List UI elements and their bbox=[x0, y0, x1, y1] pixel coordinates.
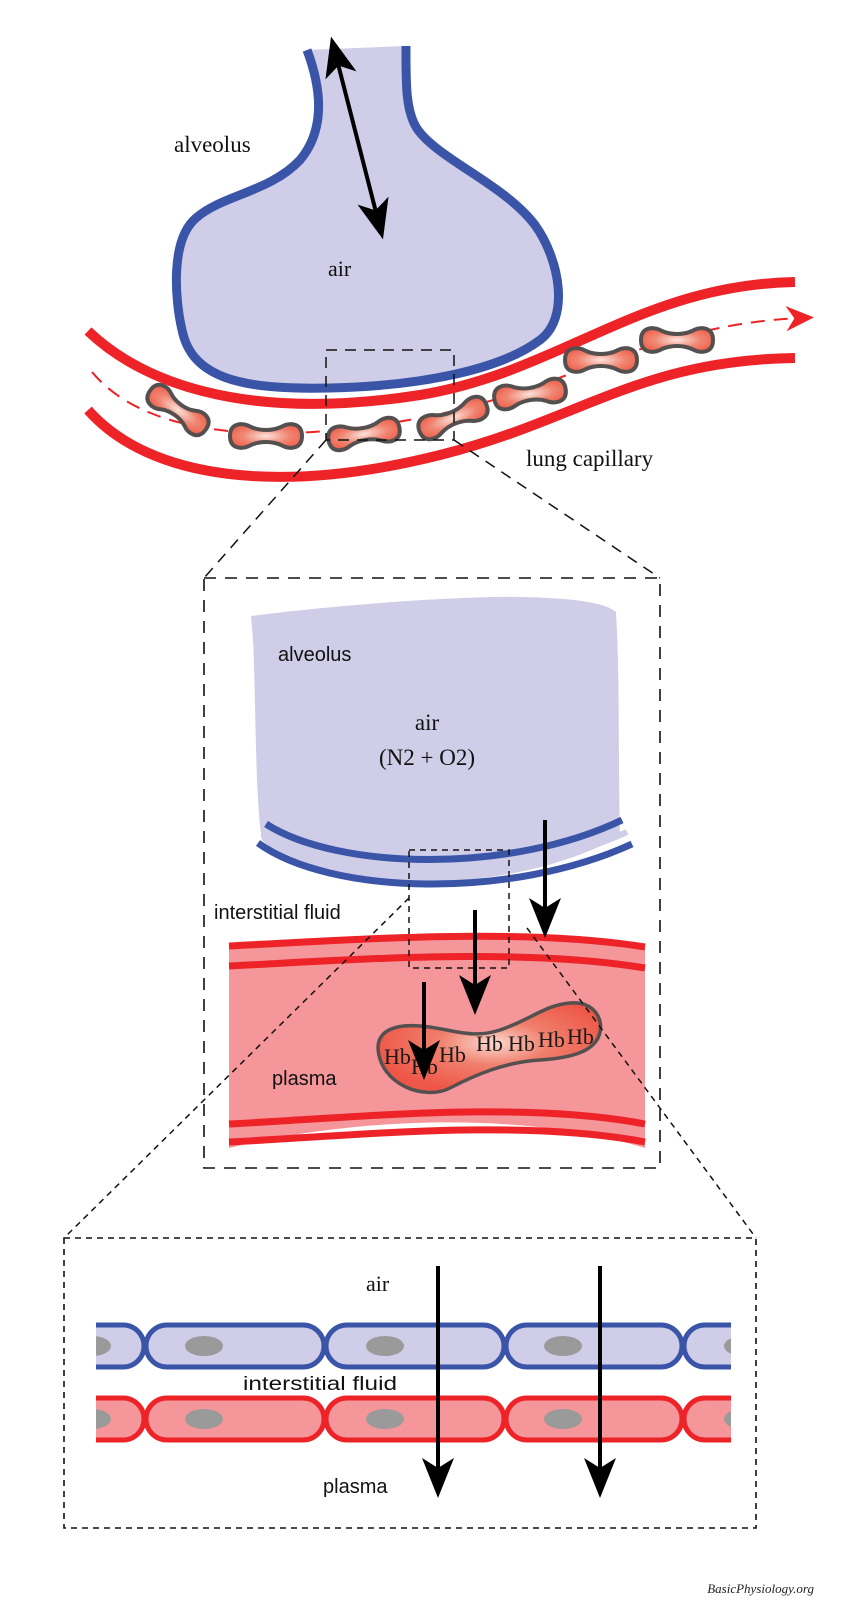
red-blood-cell bbox=[227, 422, 305, 450]
zoom1-vessel-wall bbox=[228, 932, 646, 951]
alveolus-wall bbox=[171, 45, 563, 393]
nucleus bbox=[544, 1409, 582, 1429]
epithelial-nuclei bbox=[96, 1336, 731, 1356]
red-blood-cell bbox=[562, 346, 640, 374]
hemoglobin-label: Hb bbox=[538, 1027, 565, 1052]
epithelial-cell bbox=[503, 1322, 685, 1370]
zoom1-plasma-label: plasma bbox=[272, 1068, 337, 1090]
zoom1-alveolus-air bbox=[251, 596, 620, 882]
zoom1-alveolar-wall-outer bbox=[255, 840, 634, 888]
overview-alveolus-label: alveolus bbox=[174, 132, 251, 157]
red-blood-cell bbox=[145, 382, 211, 438]
hemoglobin-label: Hb bbox=[508, 1031, 535, 1056]
zoom1-panel: alveolus air (N2 + O2) interstitial flui… bbox=[63, 577, 757, 1239]
zoom1-alveolar-wall-light bbox=[260, 829, 629, 875]
zoom2-panel: air interstitial fluid plasma bbox=[63, 1237, 757, 1529]
zoom1-vessel-wall bbox=[228, 1108, 646, 1128]
nucleus bbox=[185, 1336, 223, 1356]
red-blood-cell bbox=[492, 376, 568, 412]
zoom2-frame bbox=[63, 1237, 757, 1529]
epithelial-cell bbox=[323, 1322, 507, 1370]
capillary-label: lung capillary bbox=[526, 446, 654, 471]
alveolus-sac bbox=[176, 46, 559, 389]
alveolar-epithelium bbox=[96, 1322, 731, 1370]
zoom1-air-composition: (N2 + O2) bbox=[379, 745, 475, 770]
nucleus bbox=[96, 1336, 111, 1356]
endothelial-nuclei bbox=[96, 1409, 731, 1429]
hemoglobin-label: Hb bbox=[567, 1024, 594, 1049]
capillary-upper-wall bbox=[84, 277, 796, 409]
overview-air-label: air bbox=[328, 256, 352, 281]
airflow-double-arrow bbox=[325, 36, 389, 240]
magnify-box-2 bbox=[63, 849, 757, 1239]
red-blood-cell bbox=[326, 415, 402, 453]
zoom1-vessel-wall bbox=[228, 1126, 646, 1146]
endothelial-cell bbox=[323, 1395, 507, 1443]
projection-line bbox=[453, 439, 661, 579]
zoom2-plasma-label: plasma bbox=[323, 1476, 388, 1498]
overview-capillary: lung capillary bbox=[84, 277, 814, 482]
red-blood-cell bbox=[638, 326, 716, 354]
projection-line bbox=[63, 897, 410, 1239]
zoom1-alveolar-wall-inner bbox=[264, 816, 624, 863]
hemoglobin-label: Hb bbox=[439, 1042, 466, 1067]
capillary-lower-wall bbox=[84, 353, 796, 482]
overview-alveolus: alveolus air bbox=[171, 36, 563, 393]
endothelial-cell bbox=[681, 1395, 731, 1443]
red-blood-cells bbox=[145, 326, 716, 453]
zoom1-vessel-wall bbox=[228, 953, 646, 972]
red-blood-cell bbox=[416, 394, 490, 442]
endothelial-cell bbox=[503, 1395, 685, 1443]
nucleus bbox=[366, 1336, 404, 1356]
epithelial-cell bbox=[96, 1322, 147, 1370]
zoom2-interstitial-label: interstitial fluid bbox=[243, 1374, 397, 1395]
nucleus bbox=[724, 1411, 731, 1427]
nucleus bbox=[544, 1336, 582, 1356]
zoom2-air-label: air bbox=[366, 1271, 390, 1296]
projection-line bbox=[203, 439, 327, 579]
magnify-region-1 bbox=[325, 349, 455, 441]
endothelial-cell bbox=[143, 1395, 327, 1443]
hemoglobin-label: Hb bbox=[384, 1044, 411, 1069]
zoom1-alveolus-label: alveolus bbox=[278, 644, 351, 666]
magnify-box-1 bbox=[203, 349, 661, 579]
zoom1-air-label: air bbox=[415, 710, 440, 735]
endothelial-cell bbox=[96, 1395, 147, 1443]
zoom1-frame bbox=[203, 577, 661, 1169]
epithelial-cell bbox=[681, 1322, 731, 1370]
zoom1-interstitial-label: interstitial fluid bbox=[214, 902, 341, 924]
hemoglobin-label: Hb bbox=[476, 1031, 503, 1056]
projection-line bbox=[526, 927, 757, 1239]
magnify-region-2 bbox=[408, 849, 510, 969]
nucleus bbox=[724, 1338, 731, 1354]
capillary-endothelium bbox=[96, 1395, 731, 1443]
nucleus bbox=[366, 1409, 404, 1429]
credit-text: BasicPhysiology.org bbox=[707, 1581, 814, 1596]
nucleus bbox=[96, 1409, 111, 1429]
nucleus bbox=[185, 1409, 223, 1429]
epithelial-cell bbox=[143, 1322, 327, 1370]
